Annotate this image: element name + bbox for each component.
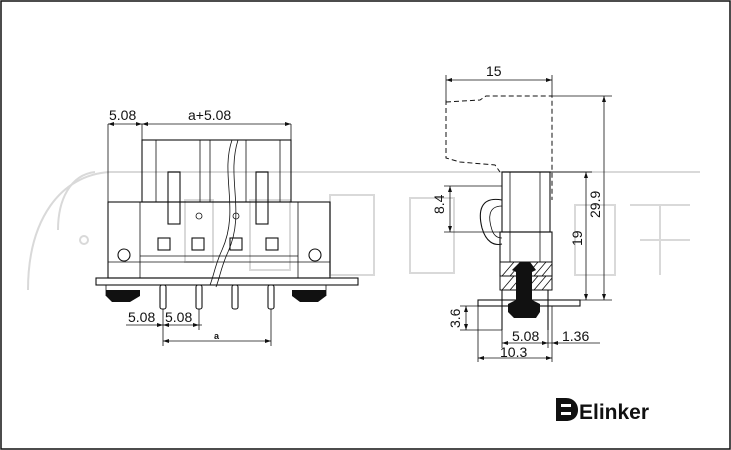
mount-hole-right xyxy=(308,248,322,262)
dim-height-body: 19 xyxy=(569,230,585,246)
dim-pin-offset: 5.08 xyxy=(512,328,539,344)
pcb-plate xyxy=(95,277,359,286)
brand-name: Elinker xyxy=(579,401,649,424)
dim-height-total: 29.9 xyxy=(587,191,603,218)
brand-mark-icon xyxy=(556,398,578,421)
latch-hook xyxy=(479,198,503,246)
mount-hole-left xyxy=(117,248,131,262)
header-body xyxy=(107,201,331,279)
pins xyxy=(159,284,275,310)
dim-base: 10.3 xyxy=(500,344,527,360)
dim-latch: 8.4 xyxy=(431,194,447,214)
screw-slot-1 xyxy=(167,171,181,225)
dim-pitch-left: 5.08 xyxy=(109,107,136,123)
screw-slot-2 xyxy=(255,171,269,225)
header-side-body xyxy=(501,171,551,233)
contact-2 xyxy=(191,237,205,251)
dim-pin-len: 3.6 xyxy=(447,308,463,328)
watermark xyxy=(27,171,700,291)
contact-1 xyxy=(157,237,171,251)
contact-3 xyxy=(229,237,243,251)
contact-4 xyxy=(265,237,279,251)
front-view: 5.08 a+5.08 5.08 5.08 a xyxy=(95,107,359,346)
dim-span-a: a xyxy=(214,331,220,341)
side-view: 15 29.9 19 xyxy=(431,63,612,362)
dim-pin-pitch-2: 5.08 xyxy=(165,309,192,325)
brand-logo: Elinker xyxy=(556,398,649,424)
dim-pin-edge: 1.36 xyxy=(562,328,589,344)
flange-right xyxy=(292,290,326,302)
dim-width-top: a+5.08 xyxy=(188,107,231,123)
flange-left xyxy=(106,290,140,302)
plug-outline-hidden xyxy=(445,100,501,173)
mount-post xyxy=(508,262,540,318)
dim-pin-pitch-1: 5.08 xyxy=(128,309,155,325)
dim-depth: 15 xyxy=(486,63,502,79)
